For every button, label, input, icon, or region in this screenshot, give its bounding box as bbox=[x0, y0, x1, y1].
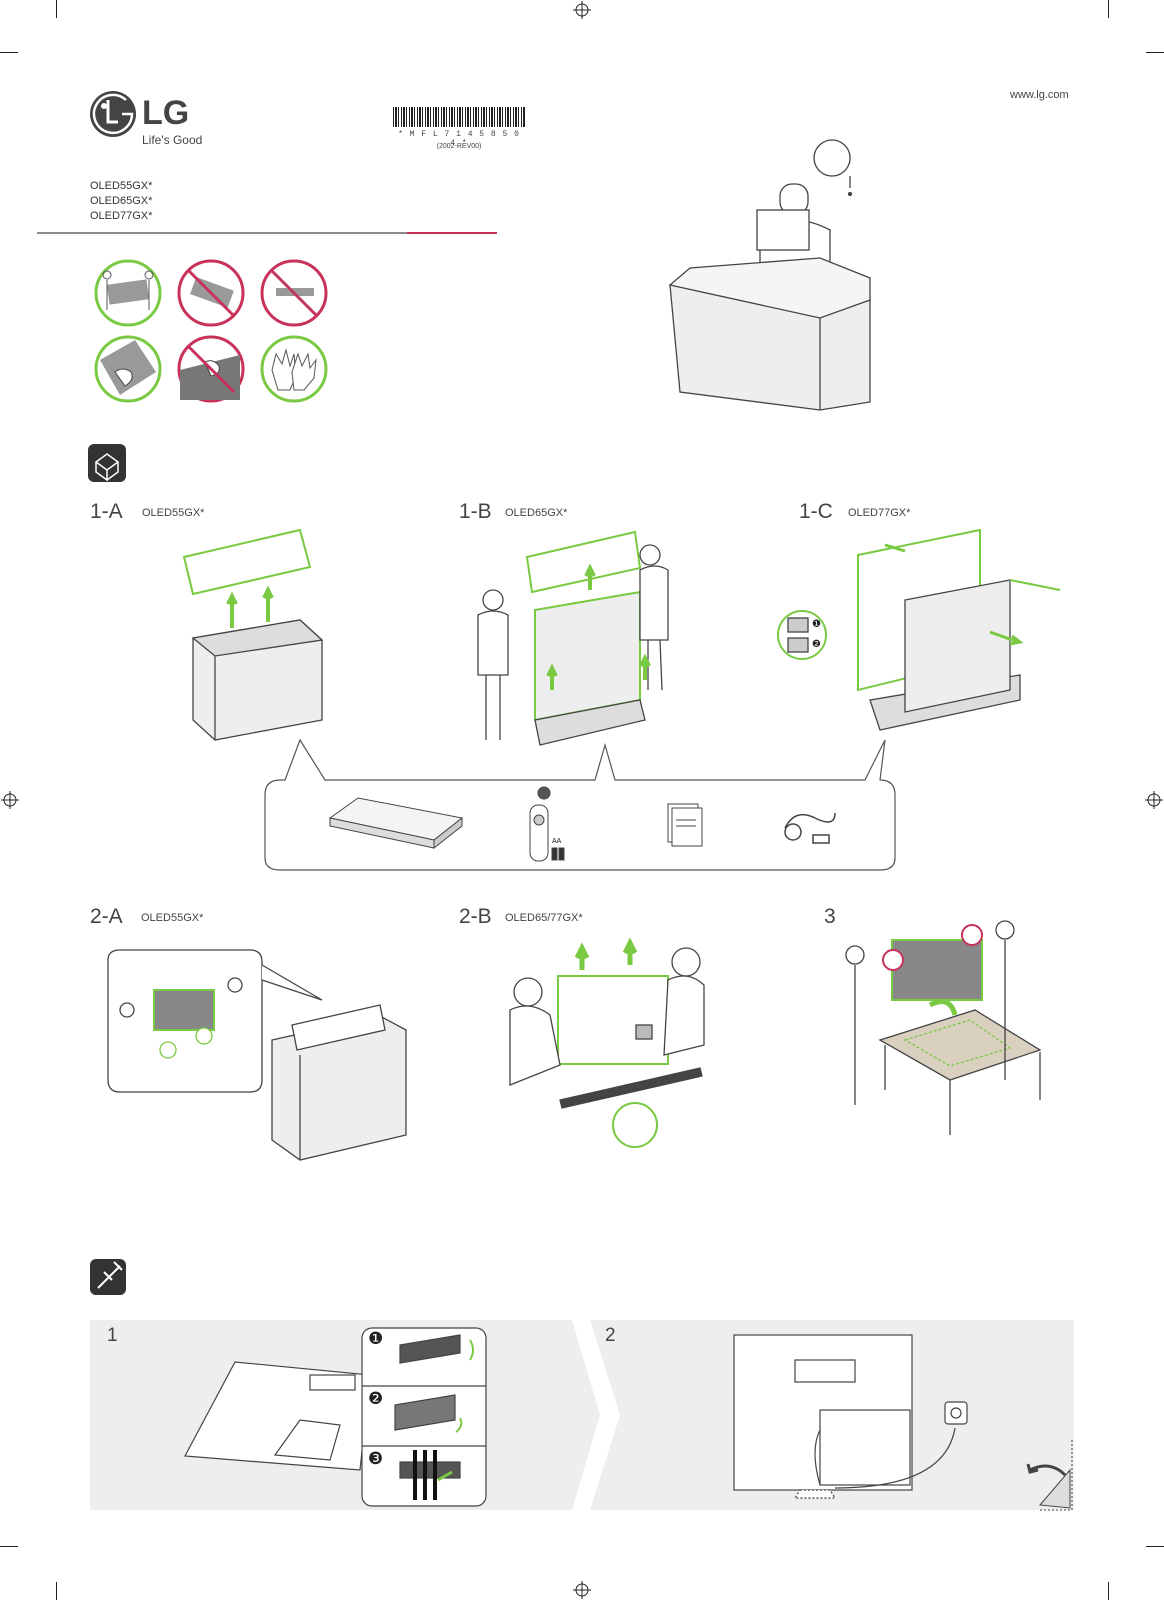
crop-mark bbox=[1108, 0, 1109, 18]
person-with-box-illustration bbox=[668, 139, 871, 411]
model-number: OLED65GX* bbox=[90, 195, 153, 207]
registration-mark-icon bbox=[1144, 790, 1164, 810]
battery-label: AA bbox=[552, 838, 562, 845]
brand-name: LG bbox=[142, 94, 190, 132]
no-touch-screen-icon bbox=[177, 335, 245, 403]
step-label: 1-B bbox=[459, 500, 492, 523]
panel-label: 2 bbox=[605, 1325, 616, 1346]
step-1c-illustration bbox=[777, 528, 1061, 731]
tv-back-standing-illustration bbox=[733, 1334, 968, 1499]
registration-mark-icon bbox=[572, 1580, 592, 1600]
crop-mark bbox=[56, 1582, 57, 1600]
step-label: 1-A bbox=[90, 500, 123, 523]
step-3-illustration bbox=[845, 920, 1042, 1135]
step-model: OLED65/77GX* bbox=[505, 912, 583, 924]
crop-mark bbox=[1108, 1582, 1109, 1600]
substep-marker: ❷ bbox=[368, 1389, 384, 1408]
power-cable-icon bbox=[784, 812, 836, 844]
gloves-icon bbox=[260, 335, 328, 403]
crop-mark bbox=[0, 1546, 18, 1547]
substep-marker: ❸ bbox=[368, 1449, 384, 1468]
website-url: www.lg.com bbox=[1010, 89, 1069, 101]
step-model: OLED77GX* bbox=[848, 507, 911, 519]
step-label: 1-C bbox=[799, 500, 833, 523]
tv-back-flat-illustration bbox=[184, 1361, 371, 1471]
two-person-carry-icon bbox=[94, 259, 162, 327]
step-2b-illustration bbox=[509, 937, 705, 1148]
model-number: OLED55GX* bbox=[90, 180, 153, 192]
crop-mark bbox=[1146, 1546, 1164, 1547]
step-model: OLED65GX* bbox=[505, 507, 568, 519]
crop-mark bbox=[0, 52, 18, 53]
step-1b-illustration bbox=[477, 530, 669, 746]
hold-edge-icon bbox=[94, 335, 162, 403]
step-model: OLED55GX* bbox=[141, 912, 204, 924]
step-label: 2-B bbox=[459, 905, 492, 928]
panel-label: 1 bbox=[107, 1325, 118, 1346]
barcode-bars bbox=[393, 107, 525, 127]
revision-code: (2002-REV00) bbox=[436, 143, 482, 150]
step-label: 3 bbox=[824, 905, 836, 928]
unboxing-section-icon bbox=[88, 444, 126, 482]
lg-logo-icon bbox=[90, 91, 136, 137]
clip-substeps-panel bbox=[361, 1327, 487, 1507]
callout-marker: ❶ bbox=[812, 619, 821, 630]
no-vertical-carry-icon bbox=[177, 259, 245, 327]
model-number: OLED77GX* bbox=[90, 210, 153, 222]
crop-mark bbox=[56, 0, 57, 18]
step-label: 2-A bbox=[90, 905, 123, 928]
remote-control-icon bbox=[529, 786, 565, 862]
callout-marker: ❷ bbox=[812, 639, 821, 650]
crop-mark bbox=[1146, 52, 1164, 53]
turn-page-icon bbox=[1026, 1440, 1073, 1511]
no-flat-carry-icon bbox=[260, 259, 328, 327]
substep-marker: ❶ bbox=[368, 1329, 384, 1348]
manual-icon bbox=[667, 803, 703, 847]
barcode-number: * M F L 7 1 4 5 8 5 0 4 * bbox=[398, 130, 520, 148]
registration-mark-icon bbox=[572, 0, 592, 20]
accessory-box-icon bbox=[328, 797, 464, 850]
brand-tagline: Life's Good bbox=[142, 133, 203, 147]
step-1a-illustration bbox=[182, 528, 324, 741]
step-model: OLED55GX* bbox=[142, 507, 205, 519]
step-2a-illustration bbox=[107, 949, 407, 1161]
cable-section-icon bbox=[90, 1259, 126, 1295]
registration-mark-icon bbox=[0, 790, 20, 810]
